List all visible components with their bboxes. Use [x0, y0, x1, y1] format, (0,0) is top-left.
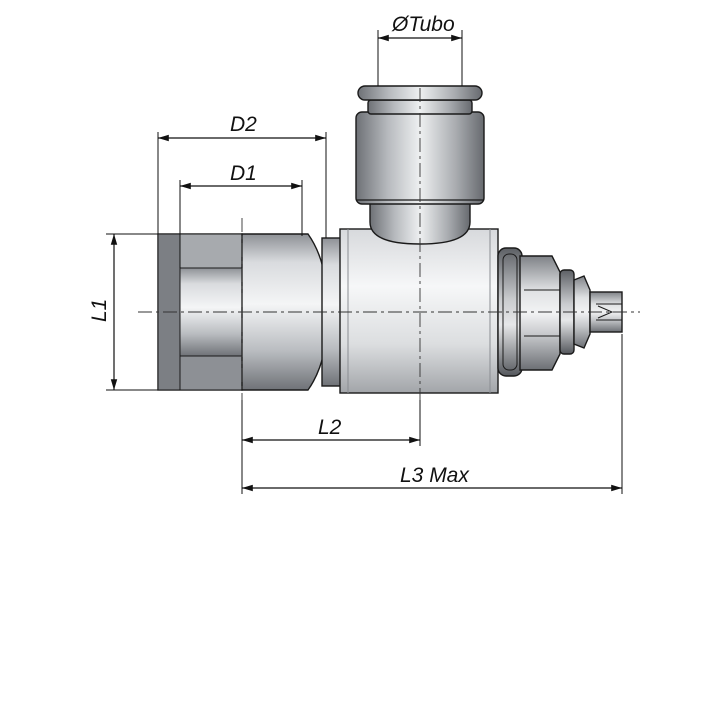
label-l2: L2 [318, 416, 342, 439]
dim-l3: L3 Max [241, 334, 623, 494]
dim-tube-diameter: ØTubo [377, 13, 463, 86]
label-d2: D2 [230, 113, 257, 136]
label-l1: L1 [88, 299, 111, 322]
right-swivel-assembly [497, 247, 623, 377]
cross-body-block [339, 228, 499, 394]
threaded-female-body [157, 233, 343, 391]
dim-d1: D1 [179, 162, 303, 268]
label-tube-diameter: ØTubo [391, 13, 455, 36]
label-l3: L3 Max [400, 464, 470, 487]
dim-d2: D2 [157, 113, 327, 238]
label-d1: D1 [230, 162, 257, 185]
dim-l2: L2 [241, 400, 421, 446]
dim-l1: L1 [88, 233, 158, 391]
slot-groove [597, 305, 614, 319]
cross-body [339, 228, 499, 394]
hex-nut [519, 255, 561, 371]
